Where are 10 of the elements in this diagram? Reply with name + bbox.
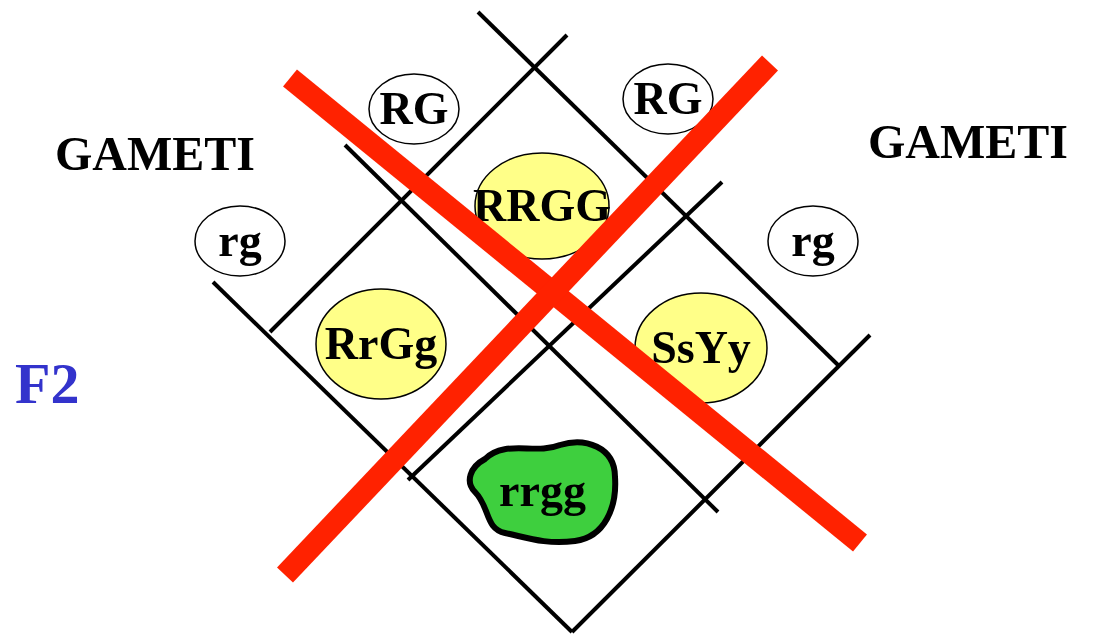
gamete-circle: RG: [368, 73, 460, 145]
gameti-heading: GAMETI: [55, 130, 255, 178]
genotype-oval: SsYy: [634, 292, 768, 404]
gamete-circle: rg: [767, 205, 859, 277]
generation-label: F2: [15, 355, 80, 413]
gamete-circle: rg: [194, 205, 286, 277]
genotype-oval: RrGg: [315, 288, 447, 400]
gamete-circle: RG: [622, 63, 714, 135]
genotype-blob: rrgg: [465, 437, 620, 545]
gameti-heading: GAMETI: [868, 118, 1068, 166]
